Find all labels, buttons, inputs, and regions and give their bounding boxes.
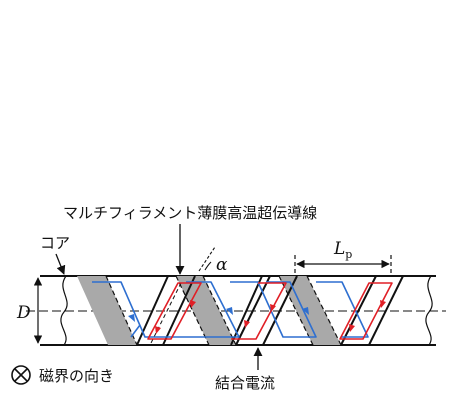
field-direction-icon [11,365,31,385]
diameter-label: D [16,303,31,323]
back-tape-edges [105,275,342,346]
field-direction-label: 磁界の向き [39,367,114,385]
blue-arrowheads [128,307,309,322]
coupling-current-label: 結合電流 [215,374,275,392]
angle-indicator [198,246,216,272]
tape-label: マルチフィラメント薄膜高温超伝導線 [63,204,317,222]
angle-label: α [216,255,228,275]
core-label: コア [40,234,70,252]
red-arrowheads [155,300,386,334]
pitch-dimension [294,255,392,276]
pitch-label: Lp [333,239,352,261]
gray-tape-segments [77,276,341,345]
front-tape-edges [136,275,404,346]
core-leader [55,253,66,275]
tape-centerline [149,282,182,346]
